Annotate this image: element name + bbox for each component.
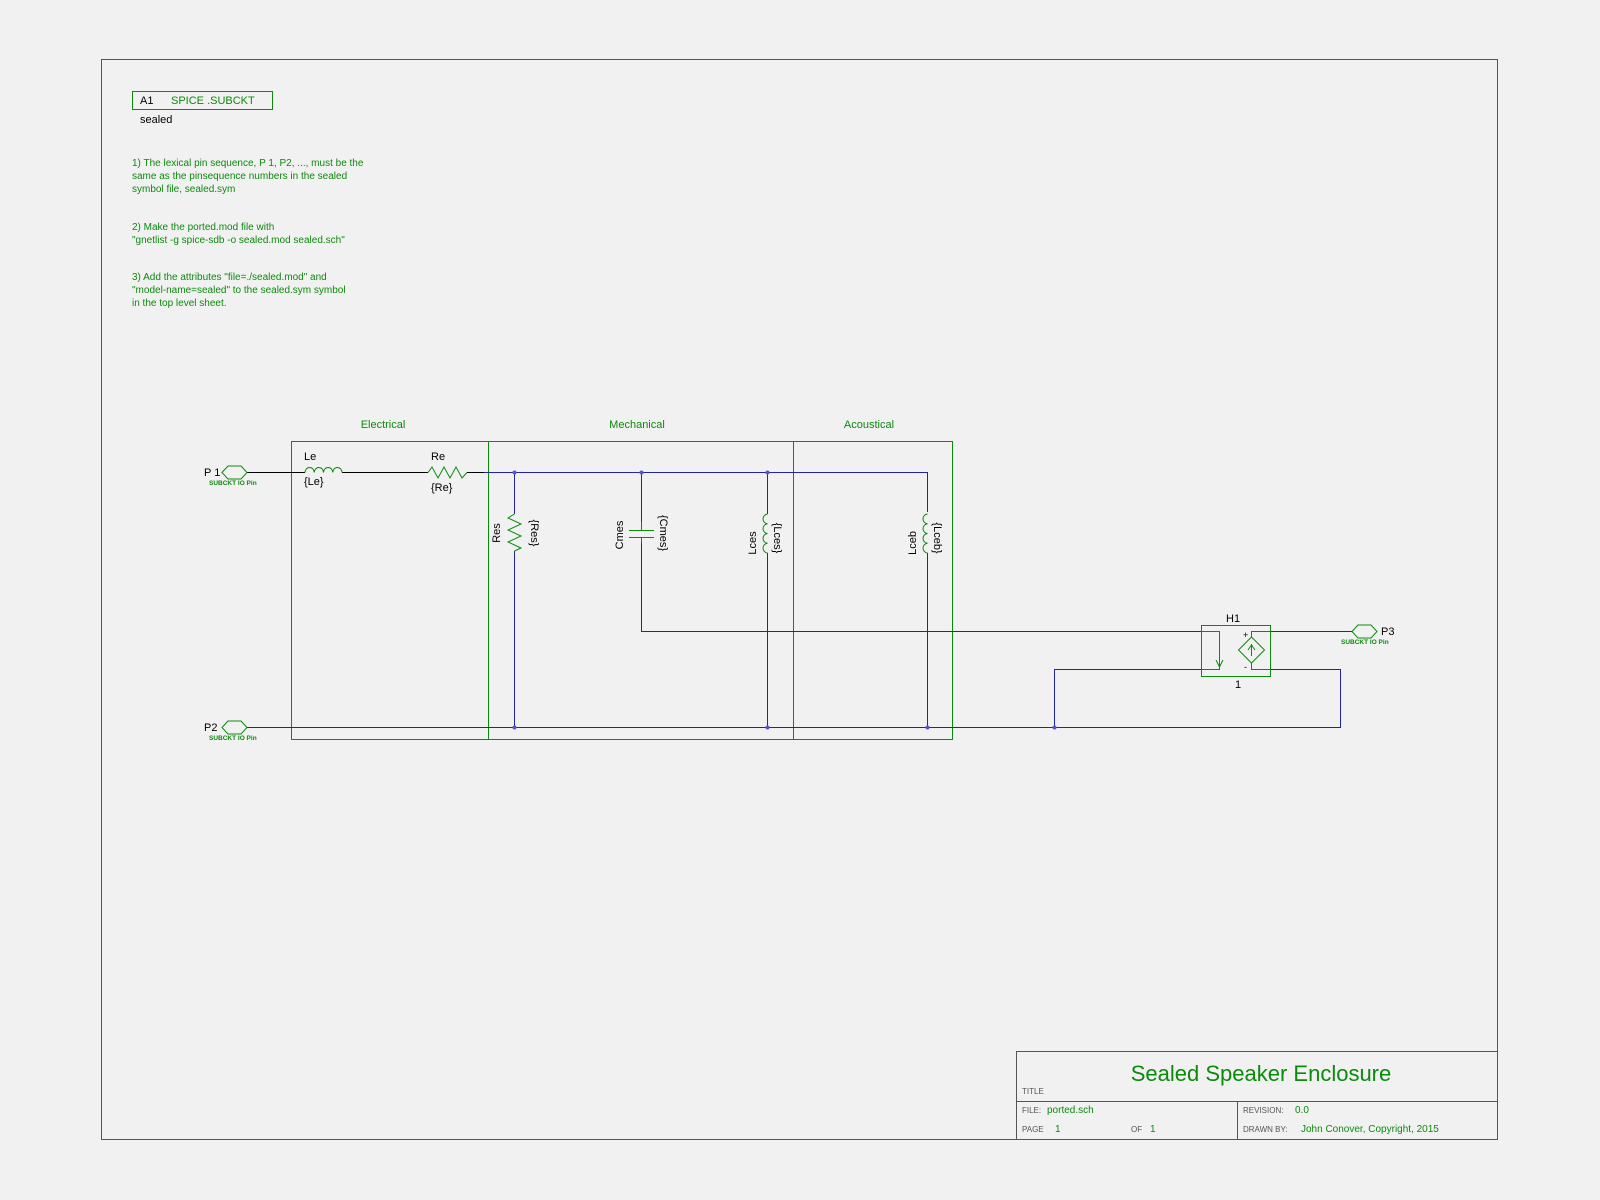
section-label-mechanical: Mechanical <box>609 419 665 431</box>
inductor-lceb: Lceb {Lceb} <box>907 513 943 555</box>
inductor-lceb-value: {Lceb} <box>931 522 943 554</box>
of-label: OF <box>1131 1125 1142 1134</box>
port-p2-name: P2 <box>204 722 217 734</box>
title-text: Sealed Speaker Enclosure <box>1131 1061 1392 1086</box>
wire-h1-right <box>1271 669 1341 728</box>
spice-block-label: SPICE .SUBCKT <box>171 95 255 107</box>
junction-res-top <box>512 470 517 475</box>
drawn-by-value: John Conover, Copyright, 2015 <box>1301 1124 1439 1135</box>
junction-lceb-bottom <box>925 725 930 730</box>
wire-top-node <box>484 472 928 512</box>
resistor-re-zigzag-icon <box>427 465 468 480</box>
port-p2-symbol <box>221 720 248 735</box>
port-p1: P 1 SUBCKT IO Pin <box>204 465 257 487</box>
spice-subckt-block: A1 SPICE .SUBCKT sealed <box>132 91 273 126</box>
inductor-le-coil-icon <box>304 467 343 473</box>
source-h1-diamond-icon <box>1237 636 1266 664</box>
wire-cmes-h1 <box>641 543 1201 632</box>
port-p3-symbol <box>1351 624 1378 639</box>
resistor-re: Re {Re} <box>427 451 468 494</box>
revision-value: 0.0 <box>1295 1105 1309 1116</box>
resistor-res-zigzag-icon <box>506 513 523 552</box>
revision-label: REVISION: <box>1243 1106 1283 1115</box>
notes: 1) The lexical pin sequence, P 1, P2, ..… <box>132 158 364 309</box>
junction-lces-bottom <box>765 725 770 730</box>
section-label-electrical: Electrical <box>361 419 406 431</box>
inductor-le: Le {Le} <box>304 451 343 488</box>
title-label: TITLE <box>1022 1087 1044 1096</box>
junction-cmes-top <box>639 470 644 475</box>
note-2-line-2: "gnetlist -g spice-sdb -o sealed.mod sea… <box>132 235 345 246</box>
source-h1-arrow-icon <box>1215 659 1224 669</box>
source-h1-box <box>1201 625 1271 677</box>
sheet-border <box>101 59 1498 1140</box>
page-value: 1 <box>1055 1124 1061 1135</box>
resistor-res-value: {Res} <box>528 520 540 547</box>
port-p2-type: SUBCKT IO Pin <box>209 735 257 742</box>
note-1-line-3: symbol file, sealed.sym <box>132 184 235 195</box>
source-h1-value: 1 <box>1235 679 1241 691</box>
source-h1-refdes: H1 <box>1226 613 1240 625</box>
note-3-line-2: "model-name=sealed" to the sealed.sym sy… <box>132 285 346 296</box>
port-p1-type: SUBCKT IO Pin <box>209 480 257 487</box>
title-block: TITLE Sealed Speaker Enclosure FILE: por… <box>1016 1051 1498 1140</box>
wire-h1-minus <box>1054 669 1201 728</box>
note-1-line-2: same as the pinsequence numbers in the s… <box>132 171 347 182</box>
drawn-by-label: DRAWN BY: <box>1243 1125 1288 1134</box>
source-h1-up-arrow-icon <box>1247 644 1256 651</box>
inductor-lceb-refdes: Lceb <box>907 531 919 555</box>
inductor-lces: Lces {Lces} <box>747 513 783 555</box>
resistor-re-refdes: Re <box>431 451 445 463</box>
note-3-line-3: in the top level sheet. <box>132 298 227 309</box>
note-3-line-1: 3) Add the attributes "file=./sealed.mod… <box>132 272 327 283</box>
wires <box>247 470 1352 730</box>
spice-block-box <box>132 91 273 110</box>
inductor-le-refdes: Le <box>304 451 316 463</box>
of-value: 1 <box>1150 1124 1156 1135</box>
source-h1-plus-lead <box>1251 631 1271 637</box>
junction-lces-top <box>765 470 770 475</box>
resistor-res: Res {Res} <box>491 513 540 552</box>
file-value: ported.sch <box>1047 1105 1094 1116</box>
inductor-lceb-coil-icon <box>922 513 928 554</box>
port-p3-name: P3 <box>1381 626 1394 638</box>
note-2-line-1: 2) Make the ported.mod file with <box>132 222 274 233</box>
spice-block-refdes: A1 <box>140 95 153 107</box>
junction-res-bottom <box>512 725 517 730</box>
junction-h1-bottom <box>1052 725 1057 730</box>
inductor-lces-coil-icon <box>762 513 768 554</box>
source-h1-minus-lead <box>1251 663 1271 670</box>
port-p2: P2 SUBCKT IO Pin <box>204 720 257 742</box>
spice-block-value: sealed <box>140 114 172 126</box>
resistor-res-refdes: Res <box>491 523 503 543</box>
inductor-lces-value: {Lces} <box>771 523 783 554</box>
resistor-re-value: {Re} <box>431 482 453 494</box>
note-1-line-1: 1) The lexical pin sequence, P 1, P2, ..… <box>132 158 364 169</box>
source-h1-sense-path <box>1201 631 1220 670</box>
section-label-acoustical: Acoustical <box>844 419 894 431</box>
page-label: PAGE <box>1022 1125 1044 1134</box>
port-p3-type: SUBCKT IO Pin <box>1341 639 1389 646</box>
acoustical-box <box>793 441 953 740</box>
port-p1-name: P 1 <box>204 467 220 479</box>
inductor-le-value: {Le} <box>304 476 324 488</box>
capacitor-cmes-refdes: Cmes <box>614 520 626 549</box>
inductor-lces-refdes: Lces <box>747 531 759 555</box>
section-boxes: Electrical Mechanical Acoustical <box>291 419 953 740</box>
title-block-frame <box>1016 1051 1498 1140</box>
capacitor-cmes-value: {Cmes} <box>657 515 669 551</box>
source-h1: + - H1 1 <box>1201 613 1271 691</box>
file-label: FILE: <box>1022 1106 1041 1115</box>
source-h1-minus: - <box>1244 662 1247 672</box>
port-p3: P3 SUBCKT IO Pin <box>1341 624 1394 646</box>
capacitor-cmes: Cmes {Cmes} <box>614 515 669 551</box>
port-p1-symbol <box>221 465 248 480</box>
source-h1-plus: + <box>1243 630 1248 640</box>
